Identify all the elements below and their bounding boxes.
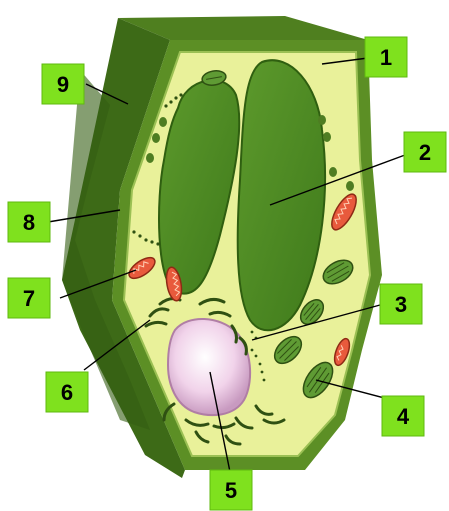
label-4: 4 xyxy=(382,396,424,436)
label-2-text: 2 xyxy=(419,140,431,165)
label-5-text: 5 xyxy=(225,478,237,503)
label-2: 2 xyxy=(404,132,446,172)
label-7: 7 xyxy=(8,278,50,318)
label-1: 1 xyxy=(365,37,407,77)
label-1-text: 1 xyxy=(380,45,392,70)
label-9-text: 9 xyxy=(57,72,69,97)
label-8: 8 xyxy=(8,202,50,242)
label-6-text: 6 xyxy=(61,380,73,405)
label-5: 5 xyxy=(210,470,252,510)
label-9: 9 xyxy=(42,64,84,104)
label-6: 6 xyxy=(46,372,88,412)
label-3: 3 xyxy=(380,284,422,324)
label-4-text: 4 xyxy=(397,404,410,429)
label-8-text: 8 xyxy=(23,210,35,235)
label-7-text: 7 xyxy=(23,286,35,311)
nucleus xyxy=(168,319,250,415)
label-3-text: 3 xyxy=(395,292,407,317)
